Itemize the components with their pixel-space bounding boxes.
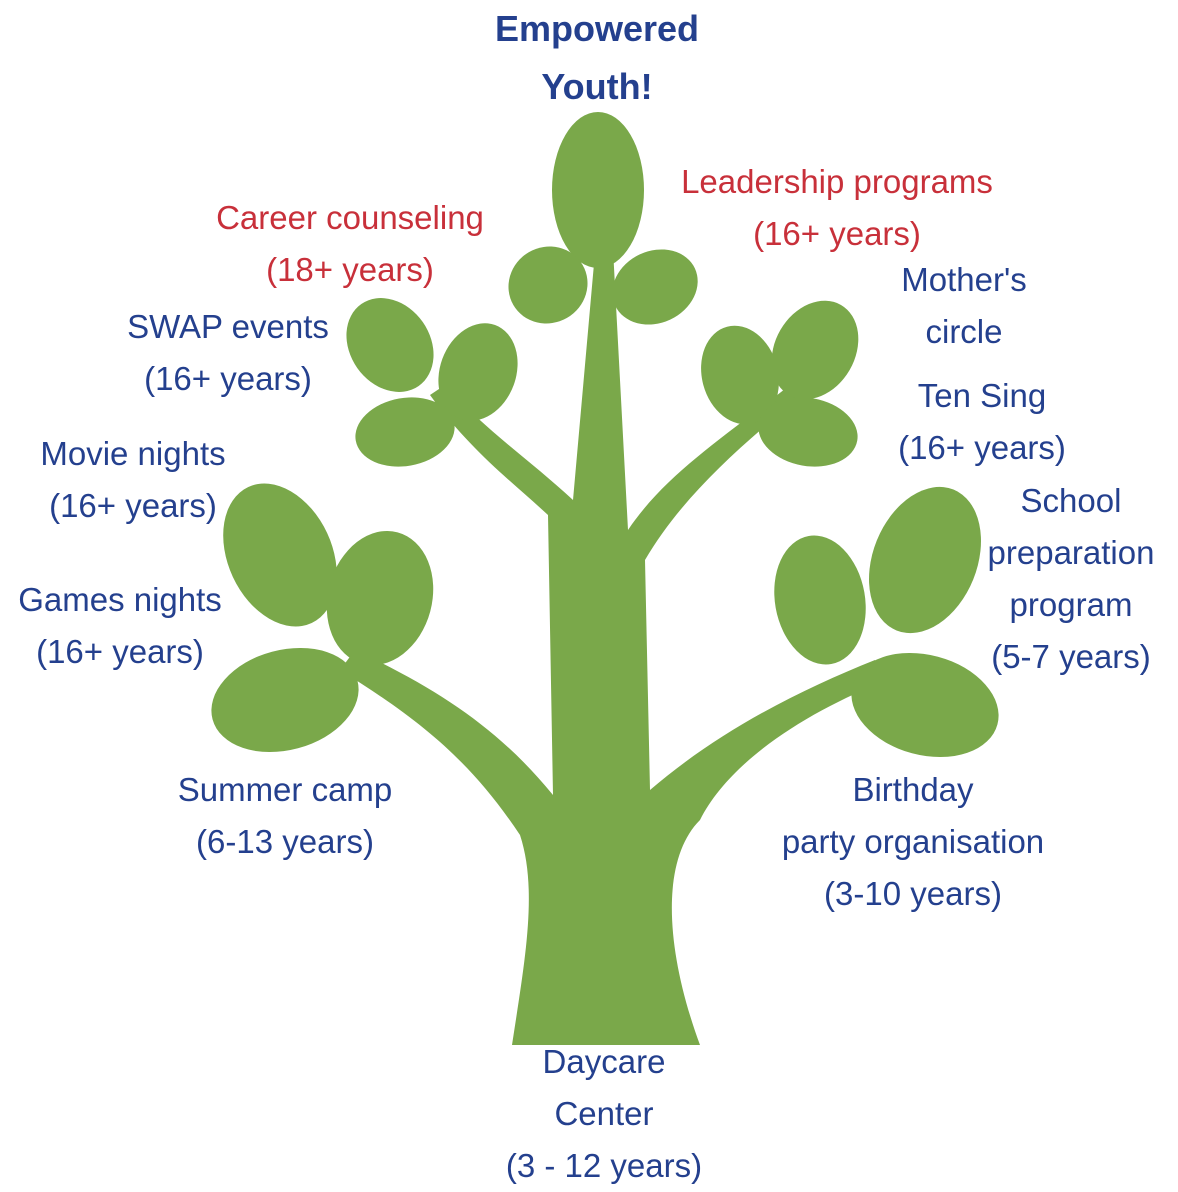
label-swap-events: SWAP events (16+ years) <box>98 301 358 405</box>
label-line: Movie nights <box>40 435 226 472</box>
leaf <box>869 486 981 634</box>
leaf <box>771 300 859 400</box>
label-movie-nights: Movie nights (16+ years) <box>8 428 258 532</box>
leaf <box>774 535 866 665</box>
leaf <box>438 323 518 421</box>
label-line: Birthday <box>852 771 974 808</box>
label-line: preparation <box>987 534 1155 571</box>
label-career-counseling: Career counseling (18+ years) <box>190 192 510 296</box>
leaf <box>701 325 779 425</box>
title-line: Empowered <box>494 8 700 49</box>
label-mothers-circle: Mother's circle <box>859 254 1069 358</box>
label-line: (16+ years) <box>49 487 217 524</box>
label-line: party organisation <box>781 823 1045 860</box>
label-line: SWAP events <box>127 308 329 345</box>
title-line: Youth! <box>541 66 653 107</box>
tree-leaves <box>211 112 999 758</box>
leaf <box>612 249 698 325</box>
label-line: (18+ years) <box>266 251 434 288</box>
label-line: (16+ years) <box>144 360 312 397</box>
trunk <box>340 230 888 1045</box>
leaf <box>851 652 999 758</box>
label-line: circle <box>925 313 1003 350</box>
label-birthday-party: Birthday party organisation (3-10 years) <box>753 764 1073 920</box>
label-games-nights: Games nights (16+ years) <box>0 574 240 678</box>
leaf <box>758 397 858 467</box>
leaf <box>355 397 455 467</box>
label-line: Mother's <box>901 261 1027 298</box>
label-line: Center <box>554 1095 654 1132</box>
label-daycare-center: Daycare Center (3 - 12 years) <box>464 1036 744 1192</box>
leaf <box>326 530 434 666</box>
label-line: (16+ years) <box>898 429 1066 466</box>
label-line: Games nights <box>18 581 222 618</box>
label-line: School <box>1020 482 1122 519</box>
label-line: Summer camp <box>177 771 393 808</box>
label-line: Ten Sing <box>917 377 1047 414</box>
label-line: (16+ years) <box>753 215 921 252</box>
label-line: (5-7 years) <box>991 638 1151 675</box>
diagram-title: Empowered Youth! <box>447 0 747 116</box>
label-line: program <box>1009 586 1133 623</box>
label-school-preparation: School preparation program (5-7 years) <box>968 475 1174 683</box>
label-line: (16+ years) <box>36 633 204 670</box>
label-ten-sing: Ten Sing (16+ years) <box>872 370 1092 474</box>
leaf <box>223 483 337 627</box>
leaf <box>346 298 434 392</box>
leaf <box>508 246 588 324</box>
label-leadership-programs: Leadership programs (16+ years) <box>657 156 1017 260</box>
label-line: (6-13 years) <box>196 823 374 860</box>
leaf <box>211 647 359 753</box>
label-line: Daycare <box>542 1043 666 1080</box>
label-line: (3 - 12 years) <box>505 1147 703 1184</box>
label-line: Career counseling <box>216 199 484 236</box>
label-line: (3-10 years) <box>824 875 1002 912</box>
label-line: Leadership programs <box>681 163 993 200</box>
label-summer-camp: Summer camp (6-13 years) <box>150 764 420 868</box>
leaf <box>552 112 644 268</box>
